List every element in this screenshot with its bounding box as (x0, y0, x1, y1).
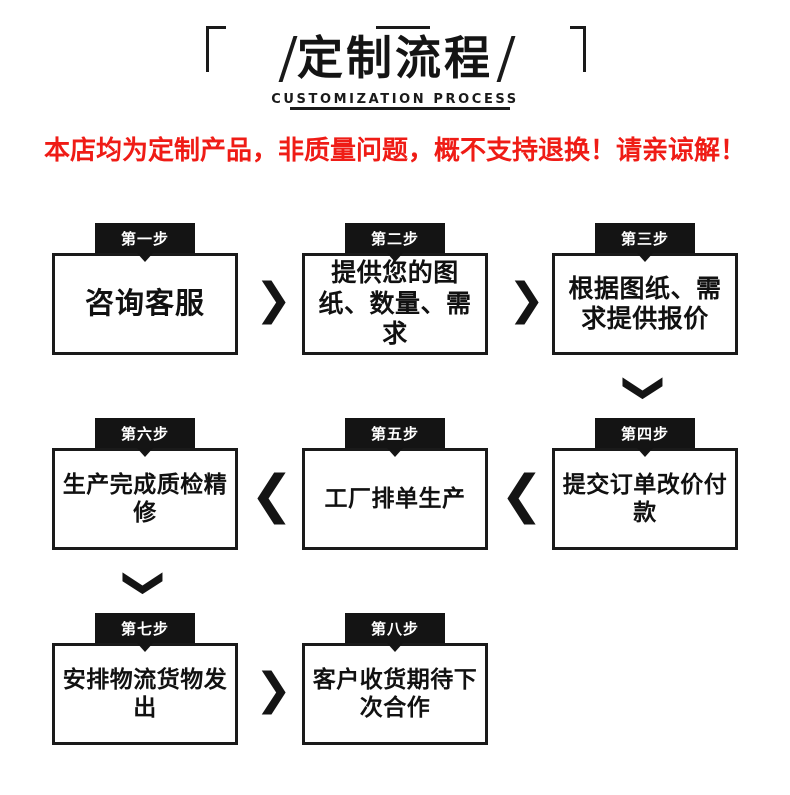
flow-card-text-3: 根据图纸、需求提供报价 (568, 273, 722, 334)
flow-tag-step-8: 第八步 (345, 613, 445, 652)
page-header: 定制流程 CUSTOMIZATION PROCESS (0, 0, 790, 122)
arrow-left-4-to-5: ❮ (500, 465, 544, 525)
flow-card-step-6: 生产完成质检精修 (52, 448, 238, 550)
flow-card-step-2: 提供您的图纸、数量、需求 (302, 253, 488, 355)
frame-mask-bottom-left (200, 72, 290, 118)
arrow-left-5-to-6: ❮ (250, 465, 294, 525)
frame-mask-top-right (430, 20, 570, 38)
flow-tag-step-6: 第六步 (95, 418, 195, 457)
flow-tag-step-1: 第一步 (95, 223, 195, 262)
arrow-down-3-to-4: ❯ (621, 371, 668, 405)
flow-tag-step-7: 第七步 (95, 613, 195, 652)
flow-card-step-4: 提交订单改价付款 (552, 448, 738, 550)
flow-tag-step-4: 第四步 (595, 418, 695, 457)
flow-card-step-1: 咨询客服 (52, 253, 238, 355)
subtitle-mask-left (258, 88, 272, 110)
page-subtitle: CUSTOMIZATION PROCESS (271, 92, 519, 107)
page-title: 定制流程 (297, 31, 493, 85)
flow-card-step-5: 工厂排单生产 (302, 448, 488, 550)
arrow-right-1-to-2: ❯ (255, 274, 292, 325)
arrow-down-6-to-7: ❯ (121, 566, 168, 600)
arrow-right-7-to-8: ❯ (255, 664, 292, 715)
flow-card-step-7: 安排物流货物发出 (52, 643, 238, 745)
flow-card-step-8: 客户收货期待下次合作 (302, 643, 488, 745)
flow-tag-step-2: 第二步 (345, 223, 445, 262)
frame-mask-top-left (226, 20, 376, 38)
flow-card-text-1: 咨询客服 (84, 286, 205, 321)
flow-card-text-4: 提交订单改价付款 (562, 471, 728, 526)
flow-card-step-3: 根据图纸、需求提供报价 (552, 253, 738, 355)
subtitle-mask-right (520, 88, 534, 110)
header-frame-border (206, 26, 586, 110)
flow-card-text-8: 客户收货期待下次合作 (312, 666, 478, 721)
flow-card-text-6: 生产完成质检精修 (62, 471, 228, 526)
flow-tag-step-5: 第五步 (345, 418, 445, 457)
flow-card-text-2: 提供您的图纸、数量、需求 (318, 258, 472, 349)
arrow-right-2-to-3: ❯ (508, 274, 545, 325)
flow-card-text-5: 工厂排单生产 (324, 485, 466, 512)
notice-text: 本店均为定制产品，非质量问题，概不支持退换！请亲谅解！ (43, 136, 746, 166)
flow-tag-step-3: 第三步 (595, 223, 695, 262)
flow-card-text-7: 安排物流货物发出 (62, 666, 228, 721)
